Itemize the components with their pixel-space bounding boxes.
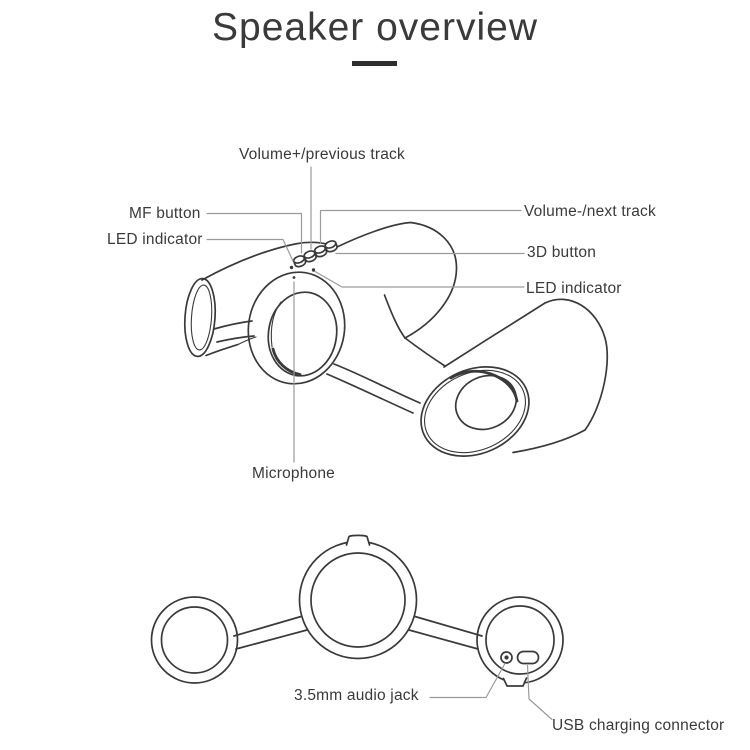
right-arm-bottom: [326, 373, 414, 414]
label-led-indicator-right: LED indicator: [526, 280, 622, 297]
callout-led-left: [206, 238, 294, 262]
bottom-right-ring-inner: [485, 605, 555, 675]
bottom-right-ring-outer: [476, 596, 564, 684]
center-pod-crease-upper: [383, 294, 406, 339]
bottom-right-arm-bottom: [408, 629, 479, 650]
led-dot-left: [289, 265, 294, 270]
bottom-left-ring-inner: [160, 606, 229, 674]
audio-jack-pin: [504, 655, 509, 660]
center-ring-inner-shadow: [271, 347, 302, 376]
bottom-view-drawing: [150, 534, 564, 687]
left-speaker-face-inner: [190, 284, 213, 351]
bottom-right-tab: [502, 677, 528, 687]
right-speaker-recess-shadow: [449, 369, 519, 403]
label-volume-minus: Volume-/next track: [524, 203, 656, 220]
label-audio-jack: 3.5mm audio jack: [294, 687, 419, 704]
usb-port: [516, 650, 540, 665]
left-arm-top: [213, 320, 253, 330]
callout-lines: [206, 166, 553, 721]
label-usb-connector: USB charging connector: [552, 717, 725, 734]
right-speaker-pod: [420, 298, 609, 457]
left-speaker-face: [183, 277, 217, 358]
label-volume-plus: Volume+/previous track: [239, 146, 405, 163]
center-speaker-pod: [247, 221, 458, 414]
right-speaker-face-rim: [423, 369, 527, 454]
led-dot-right: [311, 268, 316, 272]
bottom-right-arm-top: [414, 615, 483, 637]
label-led-indicator-left: LED indicator: [107, 231, 203, 248]
bottom-left-arm-top: [233, 615, 302, 637]
control-buttons: [292, 240, 338, 268]
center-pod-cap: [336, 221, 458, 339]
center-ring-outer: [247, 271, 346, 385]
button-volume-minus: [313, 245, 328, 258]
callout-audio-jack: [429, 662, 506, 699]
button-mf: [292, 255, 307, 268]
bottom-center-ring-inner: [310, 552, 406, 648]
right-pod-bottom-edge: [512, 429, 586, 454]
callout-usb: [526, 664, 553, 721]
microphone-hole: [292, 276, 296, 279]
label-mf-button: MF button: [129, 205, 201, 222]
callout-led-right: [314, 270, 525, 288]
center-ring-inner-wall: [270, 301, 282, 348]
right-speaker-cone: [454, 374, 518, 431]
left-pod-top-edge: [201, 241, 338, 281]
label-3d-button: 3D button: [527, 244, 597, 261]
right-pod-top-edge: [443, 302, 546, 368]
left-speaker-pod: [183, 241, 338, 358]
perspective-view-drawing: [183, 221, 609, 457]
page-title: Speaker overview: [212, 6, 538, 49]
title-underline: [352, 61, 397, 66]
center-ring-inner: [267, 291, 338, 377]
left-arm-bottom: [216, 335, 255, 343]
center-pod-crease-lower: [404, 337, 446, 367]
right-arm-top: [333, 363, 421, 404]
audio-jack-port: [500, 651, 513, 664]
left-pod-bottom-edge: [205, 343, 239, 357]
bottom-left-arm-bottom: [235, 629, 308, 650]
left-arm-cusp: [237, 336, 257, 346]
right-speaker-face-outer: [420, 366, 530, 457]
bottom-center-tab: [345, 534, 371, 546]
label-microphone: Microphone: [252, 465, 335, 482]
bottom-left-ring-outer: [150, 596, 239, 684]
bottom-center-ring-outer: [298, 540, 418, 660]
callout-volume-minus: [319, 209, 522, 244]
right-pod-cap: [544, 298, 609, 431]
callout-mf-button: [206, 212, 303, 254]
